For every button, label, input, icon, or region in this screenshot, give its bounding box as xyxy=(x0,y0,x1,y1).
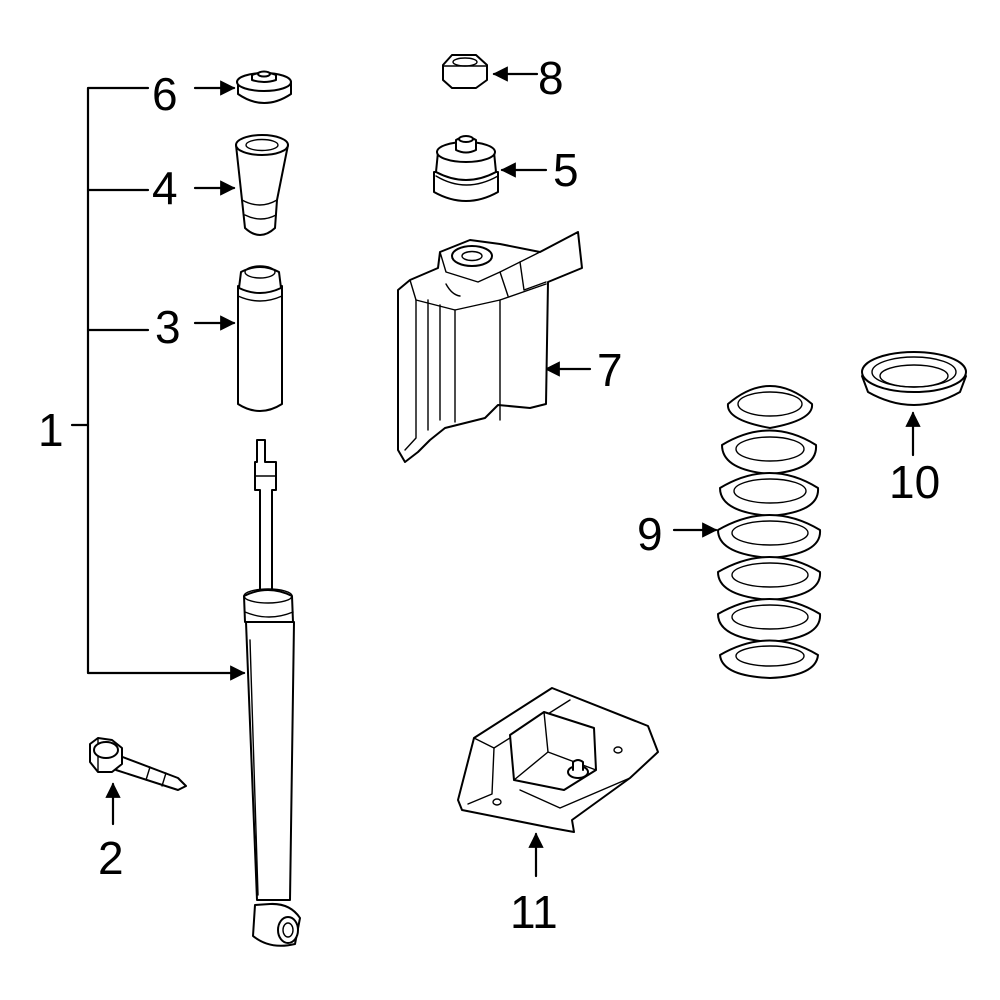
part-8-nut[interactable] xyxy=(442,54,488,89)
part-1-shock-absorber[interactable] xyxy=(243,439,301,947)
callout-6[interactable]: 6 xyxy=(152,68,178,120)
part-9-coil-spring[interactable] xyxy=(717,385,822,679)
leader-arrows xyxy=(105,66,921,878)
part-11-lower-spring-seat[interactable] xyxy=(457,687,659,833)
callout-9[interactable]: 9 xyxy=(637,508,663,560)
callout-5[interactable]: 5 xyxy=(553,144,579,196)
part-7-mount-bracket[interactable] xyxy=(397,231,583,463)
part-5-upper-mount[interactable] xyxy=(433,135,499,202)
callout-1[interactable]: 1 xyxy=(38,404,64,456)
callout-2[interactable]: 2 xyxy=(98,832,124,884)
callout-7[interactable]: 7 xyxy=(597,344,623,396)
part-10-spring-seat[interactable] xyxy=(861,351,967,406)
part-2-bolt[interactable] xyxy=(89,737,187,791)
callout-8[interactable]: 8 xyxy=(538,52,564,104)
part-4-bump-stop[interactable] xyxy=(235,134,289,236)
callout-11[interactable]: 11 xyxy=(510,886,558,938)
callout-4[interactable]: 4 xyxy=(152,162,178,214)
assembly-bracket xyxy=(70,86,246,681)
part-6-mount-washer[interactable] xyxy=(236,70,292,104)
part-3-dust-boot[interactable] xyxy=(237,265,283,412)
callout-10[interactable]: 10 xyxy=(889,456,940,508)
callout-3[interactable]: 3 xyxy=(155,301,181,353)
